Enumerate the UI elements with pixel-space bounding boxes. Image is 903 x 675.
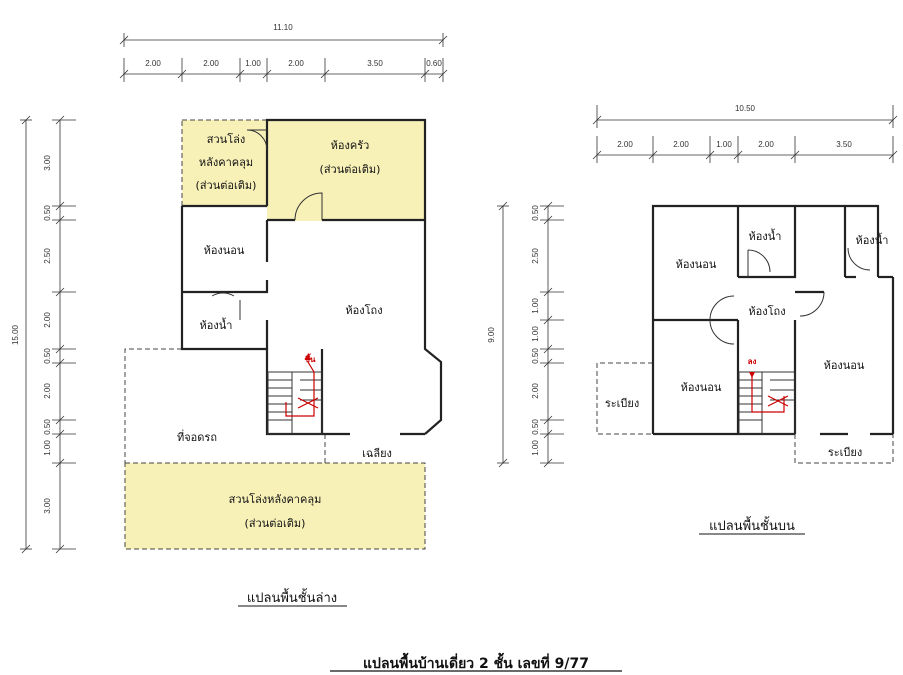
upper-staircase xyxy=(738,371,796,435)
upper-left-seg-2: 2.50 xyxy=(531,248,540,264)
main-title: แปลนพื้นบ้านเดี่ยว 2 ชั้น เลขที่ 9/77 xyxy=(363,652,589,672)
garden-bottom-label-1: สวนโล่งหลังคาคลุม xyxy=(229,492,322,506)
lower-left-seg-6: 2.00 xyxy=(43,383,52,399)
lower-hall-label: ห้องโถง xyxy=(345,303,382,317)
lower-left-seg-8: 1.00 xyxy=(43,440,52,456)
upper-bathroom-2-label: ห้องน้ำ xyxy=(856,232,889,247)
lower-top-dimensions: 11.10 2.00 2.00 1.00 2.00 3.50 0.60 xyxy=(119,23,448,82)
upper-hall-label: ห้องโถง xyxy=(748,304,785,318)
upper-top-seg-1: 2.00 xyxy=(617,140,633,149)
lower-floor-plan: 11.10 2.00 2.00 1.00 2.00 3.50 0.60 xyxy=(11,23,448,607)
lower-left-seg-9: 3.00 xyxy=(43,498,52,514)
garden-bottom-label-2: (ส่วนต่อเติม) xyxy=(245,517,306,530)
lower-top-seg-1: 2.00 xyxy=(145,59,161,68)
upper-room-labels: ห้องนอน ห้องน้ำ ห้องน้ำ ห้องโถง ห้องนอน … xyxy=(605,228,889,459)
upper-left-seg-5: 0.50 xyxy=(531,348,540,364)
kitchen-label-1: ห้องครัว xyxy=(331,139,370,152)
upper-left-seg-1: 0.50 xyxy=(531,205,540,221)
upper-left-seg-7: 0.50 xyxy=(531,419,540,435)
lower-top-seg-5: 3.50 xyxy=(367,59,383,68)
parking-label: ที่จอดรถ xyxy=(177,429,217,444)
lower-top-seg-6: 0.60 xyxy=(426,59,442,68)
upper-plan-title: แปลนพื้นชั้นบน xyxy=(709,516,795,534)
upper-top-seg-5: 3.50 xyxy=(836,140,852,149)
lower-top-seg-3: 1.00 xyxy=(245,59,261,68)
kitchen-label-2: (ส่วนต่อเติม) xyxy=(320,163,381,176)
upper-walls xyxy=(651,204,895,436)
upper-left-seg-4: 1.00 xyxy=(531,326,540,342)
upper-left-total: 9.00 xyxy=(487,327,496,343)
upper-bathroom-1-label: ห้องน้ำ xyxy=(749,228,782,243)
lower-room-labels: สวนโล่ง หลังคาคลุม (ส่วนต่อเติม) ห้องครั… xyxy=(177,132,392,530)
upper-balcony-2-label: ระเบียง xyxy=(828,446,862,459)
lower-top-seg-4: 2.00 xyxy=(288,59,304,68)
lower-left-dimensions: 15.00 3.00 0.50 2.50 2.00 xyxy=(11,115,76,554)
upper-top-total: 10.50 xyxy=(735,104,756,113)
stair-down-label: ลง xyxy=(748,357,757,366)
lower-left-seg-3: 2.50 xyxy=(43,248,52,264)
lower-bedroom-label: ห้องนอน xyxy=(204,244,245,257)
lower-top-total: 11.10 xyxy=(273,23,293,32)
upper-bedroom-3-label: ห้องนอน xyxy=(824,359,865,372)
lower-left-seg-1: 3.00 xyxy=(43,155,52,171)
upper-top-seg-4: 2.00 xyxy=(758,140,774,149)
lower-staircase xyxy=(267,354,323,435)
upper-bedroom-1-label: ห้องนอน xyxy=(676,258,717,271)
garden-bottom-area xyxy=(125,463,425,549)
lower-left-seg-2: 0.50 xyxy=(43,205,52,221)
porch-label: เฉลียง xyxy=(362,447,392,460)
lower-left-seg-5: 0.50 xyxy=(43,348,52,364)
upper-left-seg-3: 1.00 xyxy=(531,298,540,314)
upper-top-seg-3: 1.00 xyxy=(716,140,732,149)
upper-balcony-1-label: ระเบียง xyxy=(605,397,639,410)
lower-left-total: 15.00 xyxy=(11,324,20,345)
upper-floor-plan: 10.50 2.00 2.00 1.00 2.00 3.50 xyxy=(487,104,898,535)
lower-plan-title: แปลนพื้นชั้นล่าง xyxy=(247,588,337,606)
upper-left-seg-6: 2.00 xyxy=(531,383,540,399)
upper-left-dimensions: 9.00 0.50 2.50 1.00 1.00 0.50 xyxy=(487,201,564,468)
lower-left-seg-7: 0.50 xyxy=(43,419,52,435)
garden-top-area xyxy=(182,120,267,206)
lower-left-seg-4: 2.00 xyxy=(43,312,52,328)
kitchen-area xyxy=(267,120,425,221)
stair-up-label: ขึ้น xyxy=(305,353,316,364)
lower-bathroom-label: ห้องน้ำ xyxy=(200,317,233,332)
upper-top-dimensions: 10.50 2.00 2.00 1.00 2.00 3.50 xyxy=(592,104,898,163)
garden-top-label-1: สวนโล่ง xyxy=(207,132,245,146)
upper-left-seg-8: 1.00 xyxy=(531,440,540,456)
upper-bedroom-2-label: ห้องนอน xyxy=(681,381,722,394)
garden-top-label-3: (ส่วนต่อเติม) xyxy=(196,179,257,192)
upper-top-seg-2: 2.00 xyxy=(673,140,689,149)
garden-top-label-2: หลังคาคลุม xyxy=(199,156,253,169)
lower-top-seg-2: 2.00 xyxy=(203,59,219,68)
